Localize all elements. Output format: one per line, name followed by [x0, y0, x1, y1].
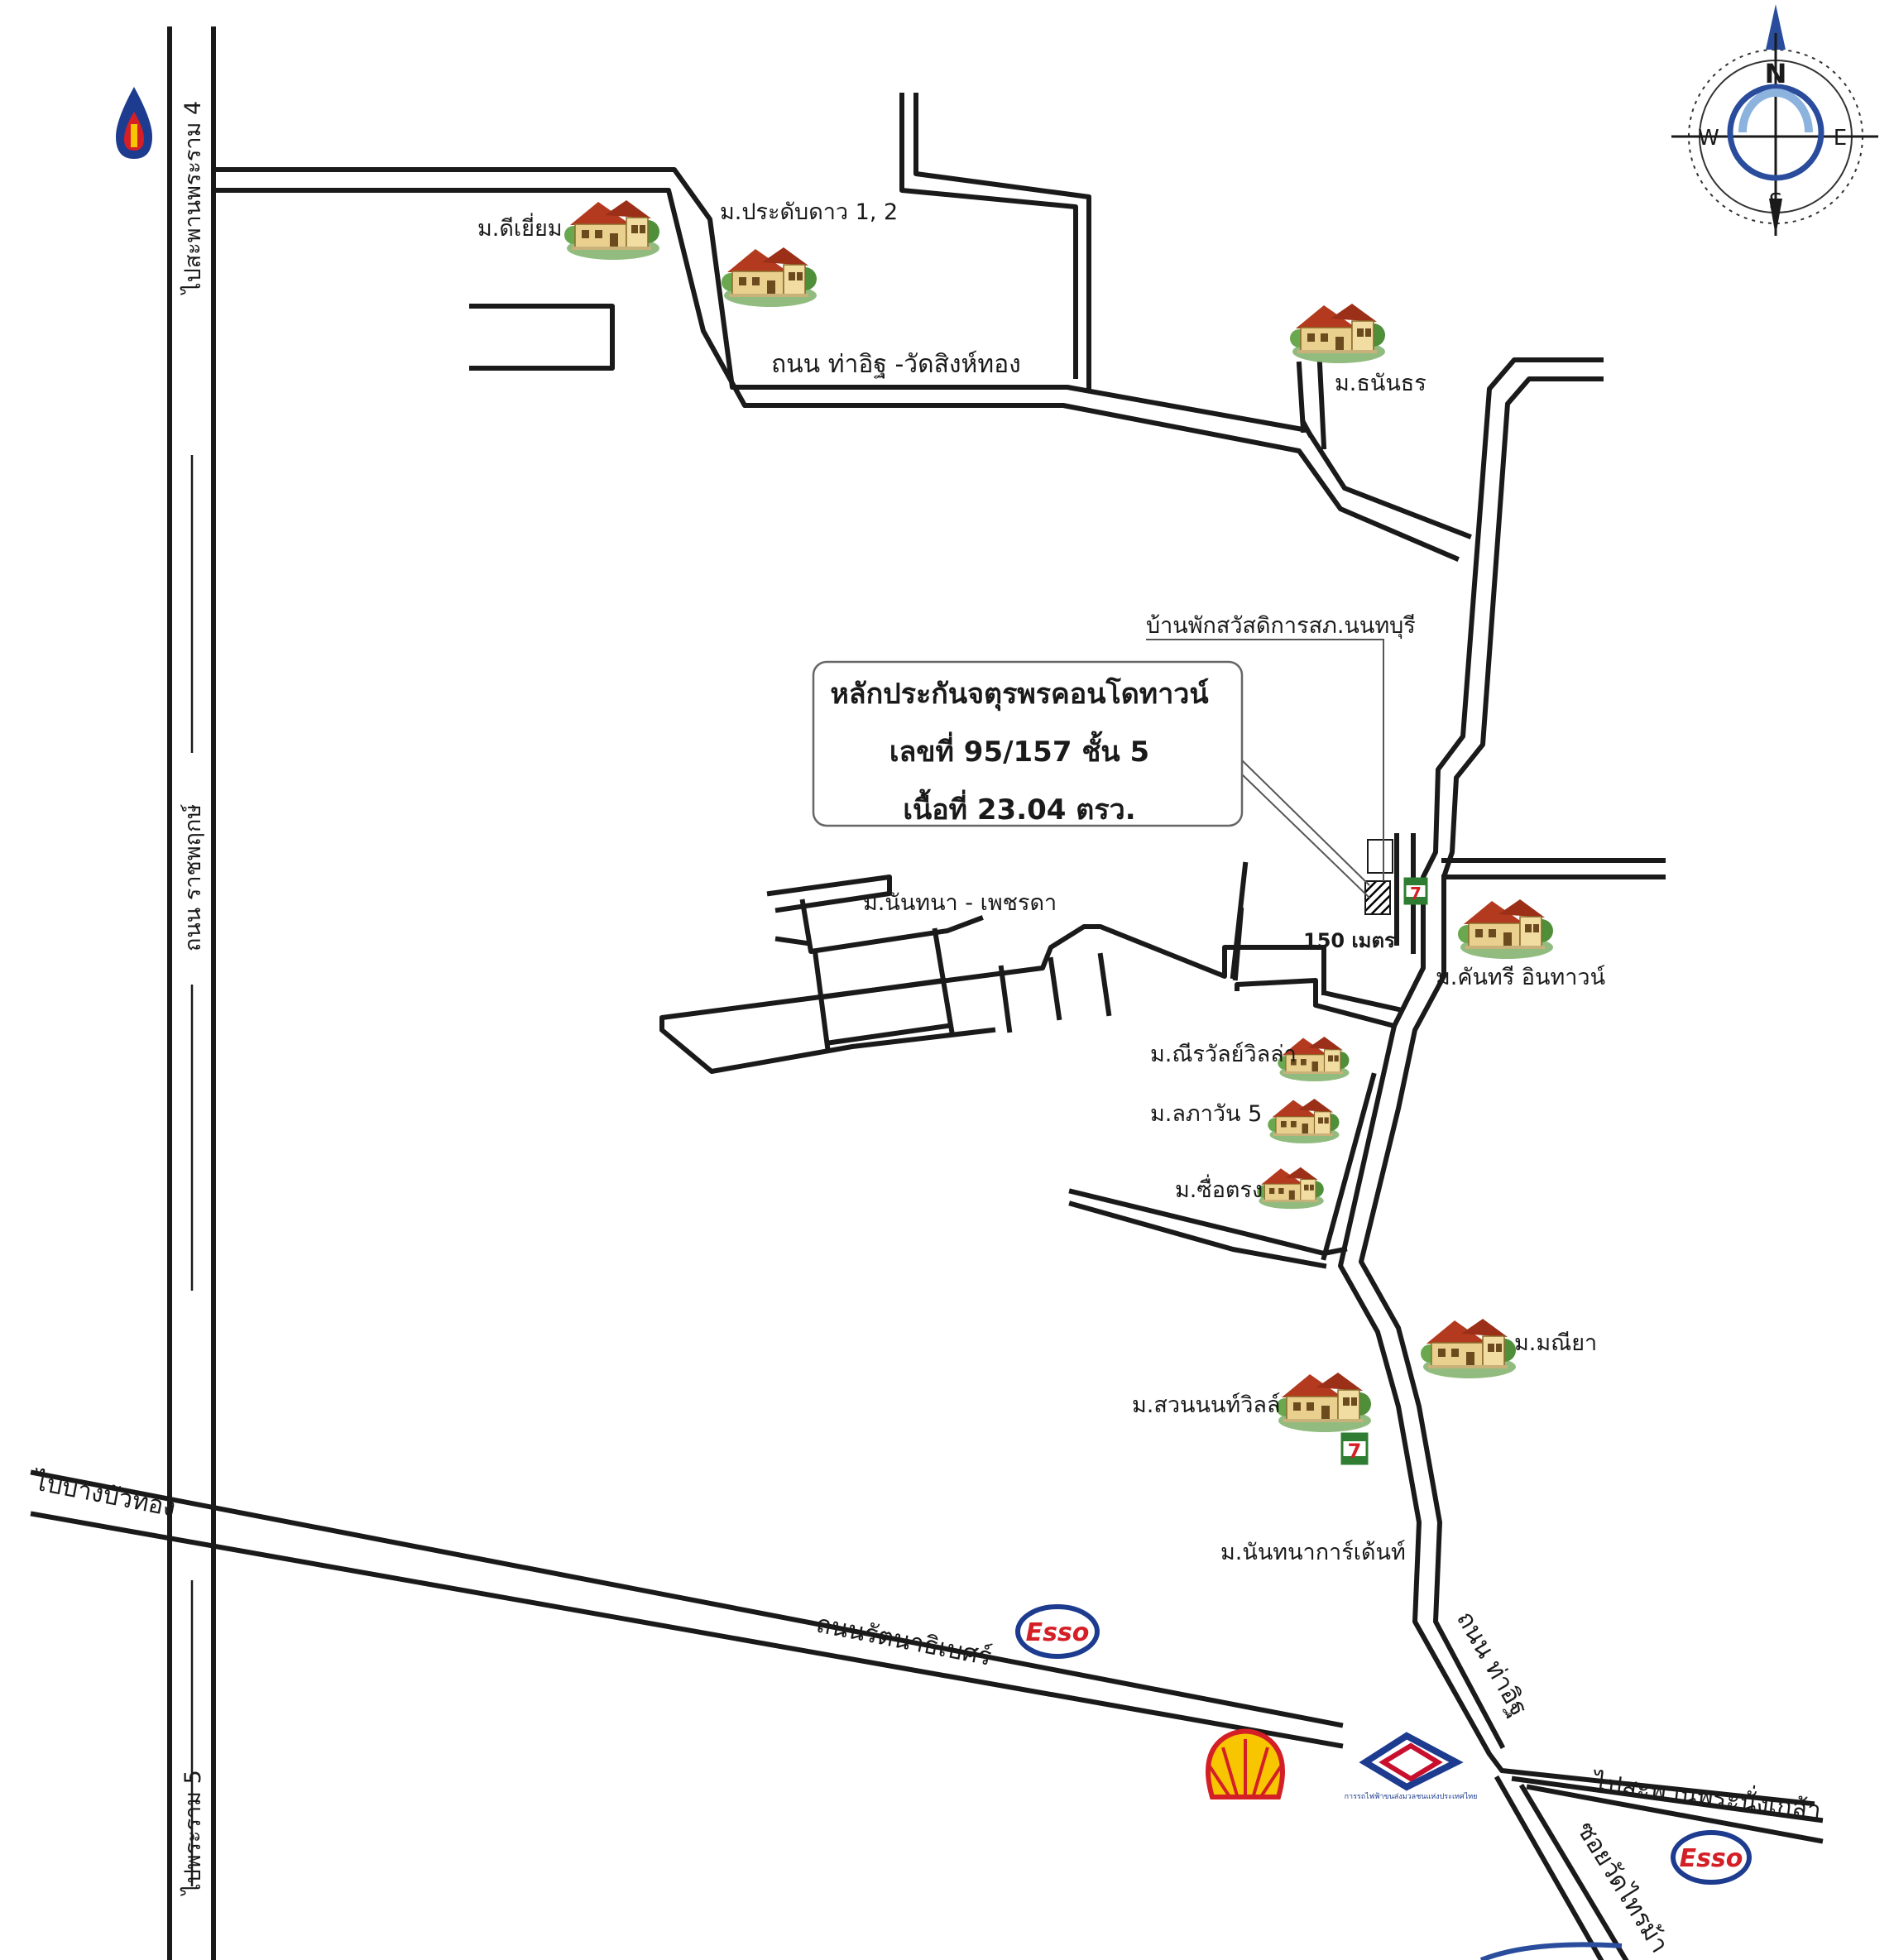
soi-wat-sai-ma-west: [1494, 1775, 1604, 1960]
landmark-icons: 7 7 Esso Esso การ: [116, 87, 1752, 1885]
soi-north-1-west: [899, 93, 1078, 379]
road-label-tha-it-wat: ถนน ท่าอิฐ -วัดสิงห์ทอง: [771, 350, 1021, 379]
house-icon: [1256, 1167, 1325, 1210]
tha-it-wat-road-south: [211, 188, 1460, 562]
compass-rose-icon: N S E W: [1671, 4, 1878, 236]
nanthana-soi-3: [932, 927, 947, 984]
road-label-rama4: ไปสะพานพระราม 4: [180, 101, 206, 295]
place-label-dee-yiam: ม.ดีเยี่ยม: [477, 213, 563, 242]
road-label-rama5: ไปพระราม 5: [180, 1770, 206, 1896]
srt-logo-icon: การรถไฟฟ้าขนส่งมวลชนแห่งประเทศไทย: [1345, 1732, 1478, 1801]
tha-it-road-west: [1338, 357, 1815, 1807]
house-icon: [721, 247, 818, 308]
nanthana-soi-6: [998, 965, 1013, 1033]
house-icon: [563, 199, 660, 261]
tha-it-wat-road-north: [211, 167, 1472, 539]
distance-label: 150 เมตร: [1303, 929, 1395, 952]
esso-label: Esso: [1026, 1618, 1090, 1647]
compass-south: S: [1769, 189, 1783, 214]
ptt-logo-icon: [116, 87, 152, 159]
thanathon-soi-a: [1296, 361, 1307, 434]
compass-west: W: [1698, 126, 1719, 151]
suetrong-soi-north: [1068, 1188, 1348, 1256]
esso-label: Esso: [1680, 1844, 1743, 1873]
callout-title: หลักประกันจตุรพรคอนโดทาวน์: [830, 677, 1209, 712]
seven-eleven-icon: 7: [1340, 1432, 1369, 1465]
nanthana-road-north: [659, 924, 1402, 1074]
place-label-nanthana-petchada: ม.นันทนา - เพชรดา: [863, 890, 1057, 916]
tha-it-road-east: [1359, 376, 1604, 1750]
compass-east: E: [1834, 126, 1847, 151]
condo-soi-line: [1232, 907, 1244, 981]
seven-eleven-label: 7: [1410, 884, 1422, 903]
soi-wat-sai-ma-east: [1518, 1783, 1629, 1960]
place-label-pradab-dao: ม.ประดับดาว 1, 2: [720, 199, 898, 225]
condo-road-south: [1235, 978, 1398, 1029]
esso-logo-icon: Esso: [1015, 1604, 1100, 1659]
nanthana-soi-top: [766, 875, 892, 913]
shell-logo-icon: [1206, 1728, 1285, 1799]
roads: [30, 26, 1824, 1960]
house-icon: [1275, 1372, 1372, 1433]
welfare-house-marker: [1367, 839, 1393, 874]
nanthana-soi-4: [820, 977, 947, 1000]
place-label-nanthana-garden: ม.นันทนาการ์เด้นท์: [1220, 1539, 1406, 1565]
nanthana-soi-1b: [774, 936, 810, 946]
compass-north: N: [1765, 58, 1787, 89]
nanthana-soi-9: [940, 977, 955, 1033]
house-icon: [1289, 303, 1386, 364]
road-label-to-bang-bua-thong: ไปบางบัวทอง: [31, 1466, 179, 1523]
house-icon: [1420, 1318, 1517, 1379]
srt-caption: การรถไฟฟ้าขนส่งมวลชนแห่งประเทศไทย: [1345, 1792, 1478, 1801]
bottom-partial-logo: [1479, 1942, 1623, 1960]
welfare-house-leader-line: [1146, 639, 1384, 881]
esso-logo-icon: Esso: [1671, 1830, 1752, 1885]
road-label-rattanathibet: ถนนรัตนาธิเบศร์: [813, 1609, 994, 1671]
house-icon: [1267, 1098, 1340, 1144]
rattanathibet-road-south: [30, 1511, 1344, 1749]
seven-eleven-label: 7: [1348, 1440, 1362, 1463]
seven-eleven-icon: 7: [1403, 877, 1428, 905]
dee-yiam-soi: [469, 304, 615, 371]
place-label-lapawan: ม.ลภาวัน 5: [1150, 1101, 1262, 1127]
rattanathibet-road-north: [30, 1469, 1344, 1728]
place-label-suetrong: ม.ซื่อตรง: [1175, 1174, 1263, 1203]
suetrong-soi-south: [1068, 1200, 1327, 1269]
suetrong-link: [1321, 1072, 1377, 1261]
place-label-maneeya: ม.มณียา: [1514, 1330, 1597, 1356]
place-label-kanthari: ม.คันทรี อินทาวน์: [1436, 964, 1605, 990]
house-icon: [1457, 899, 1554, 960]
thanathon-soi-b: [1316, 361, 1327, 450]
rattanathibet-road-east-south: [1526, 1784, 1824, 1844]
nanthana-soi-8: [1097, 952, 1112, 1017]
nanthana-soi-7: [1048, 956, 1062, 1021]
callout-box: [812, 660, 1244, 827]
place-label-neerawan: ม.ณีรวัลย์วิลล่า: [1150, 1041, 1297, 1067]
nanthana-soi-5: [828, 1023, 951, 1046]
place-label-thanathon: ม.ธนันธร: [1335, 371, 1426, 396]
road-label-to-phra-nang-klao: ไปสะพานพระนั่งเกล้า: [1590, 1766, 1823, 1826]
road-label-ratchaphruek: ถนน ราชพฤกษ์: [180, 803, 206, 951]
soi-north-1-east: [913, 93, 1091, 390]
callout-area: เนื้อที่ 23.04 ตรว.: [903, 788, 1135, 827]
place-label-welfare-house: บ้านพักสวัสดิการสภ.นนทบุรี: [1146, 613, 1416, 640]
place-label-suan-non: ม.สวนนนท์วิลล์: [1132, 1392, 1280, 1418]
rattanathibet-road-east-north: [1511, 1776, 1824, 1823]
property-callout: หลักประกันจตุรพรคอนโดทาวน์ เลขที่ 95/157…: [812, 639, 1384, 899]
nanthana-soi-1: [799, 899, 984, 954]
callout-address: เลขที่ 95/157 ชั้น 5: [889, 731, 1149, 769]
